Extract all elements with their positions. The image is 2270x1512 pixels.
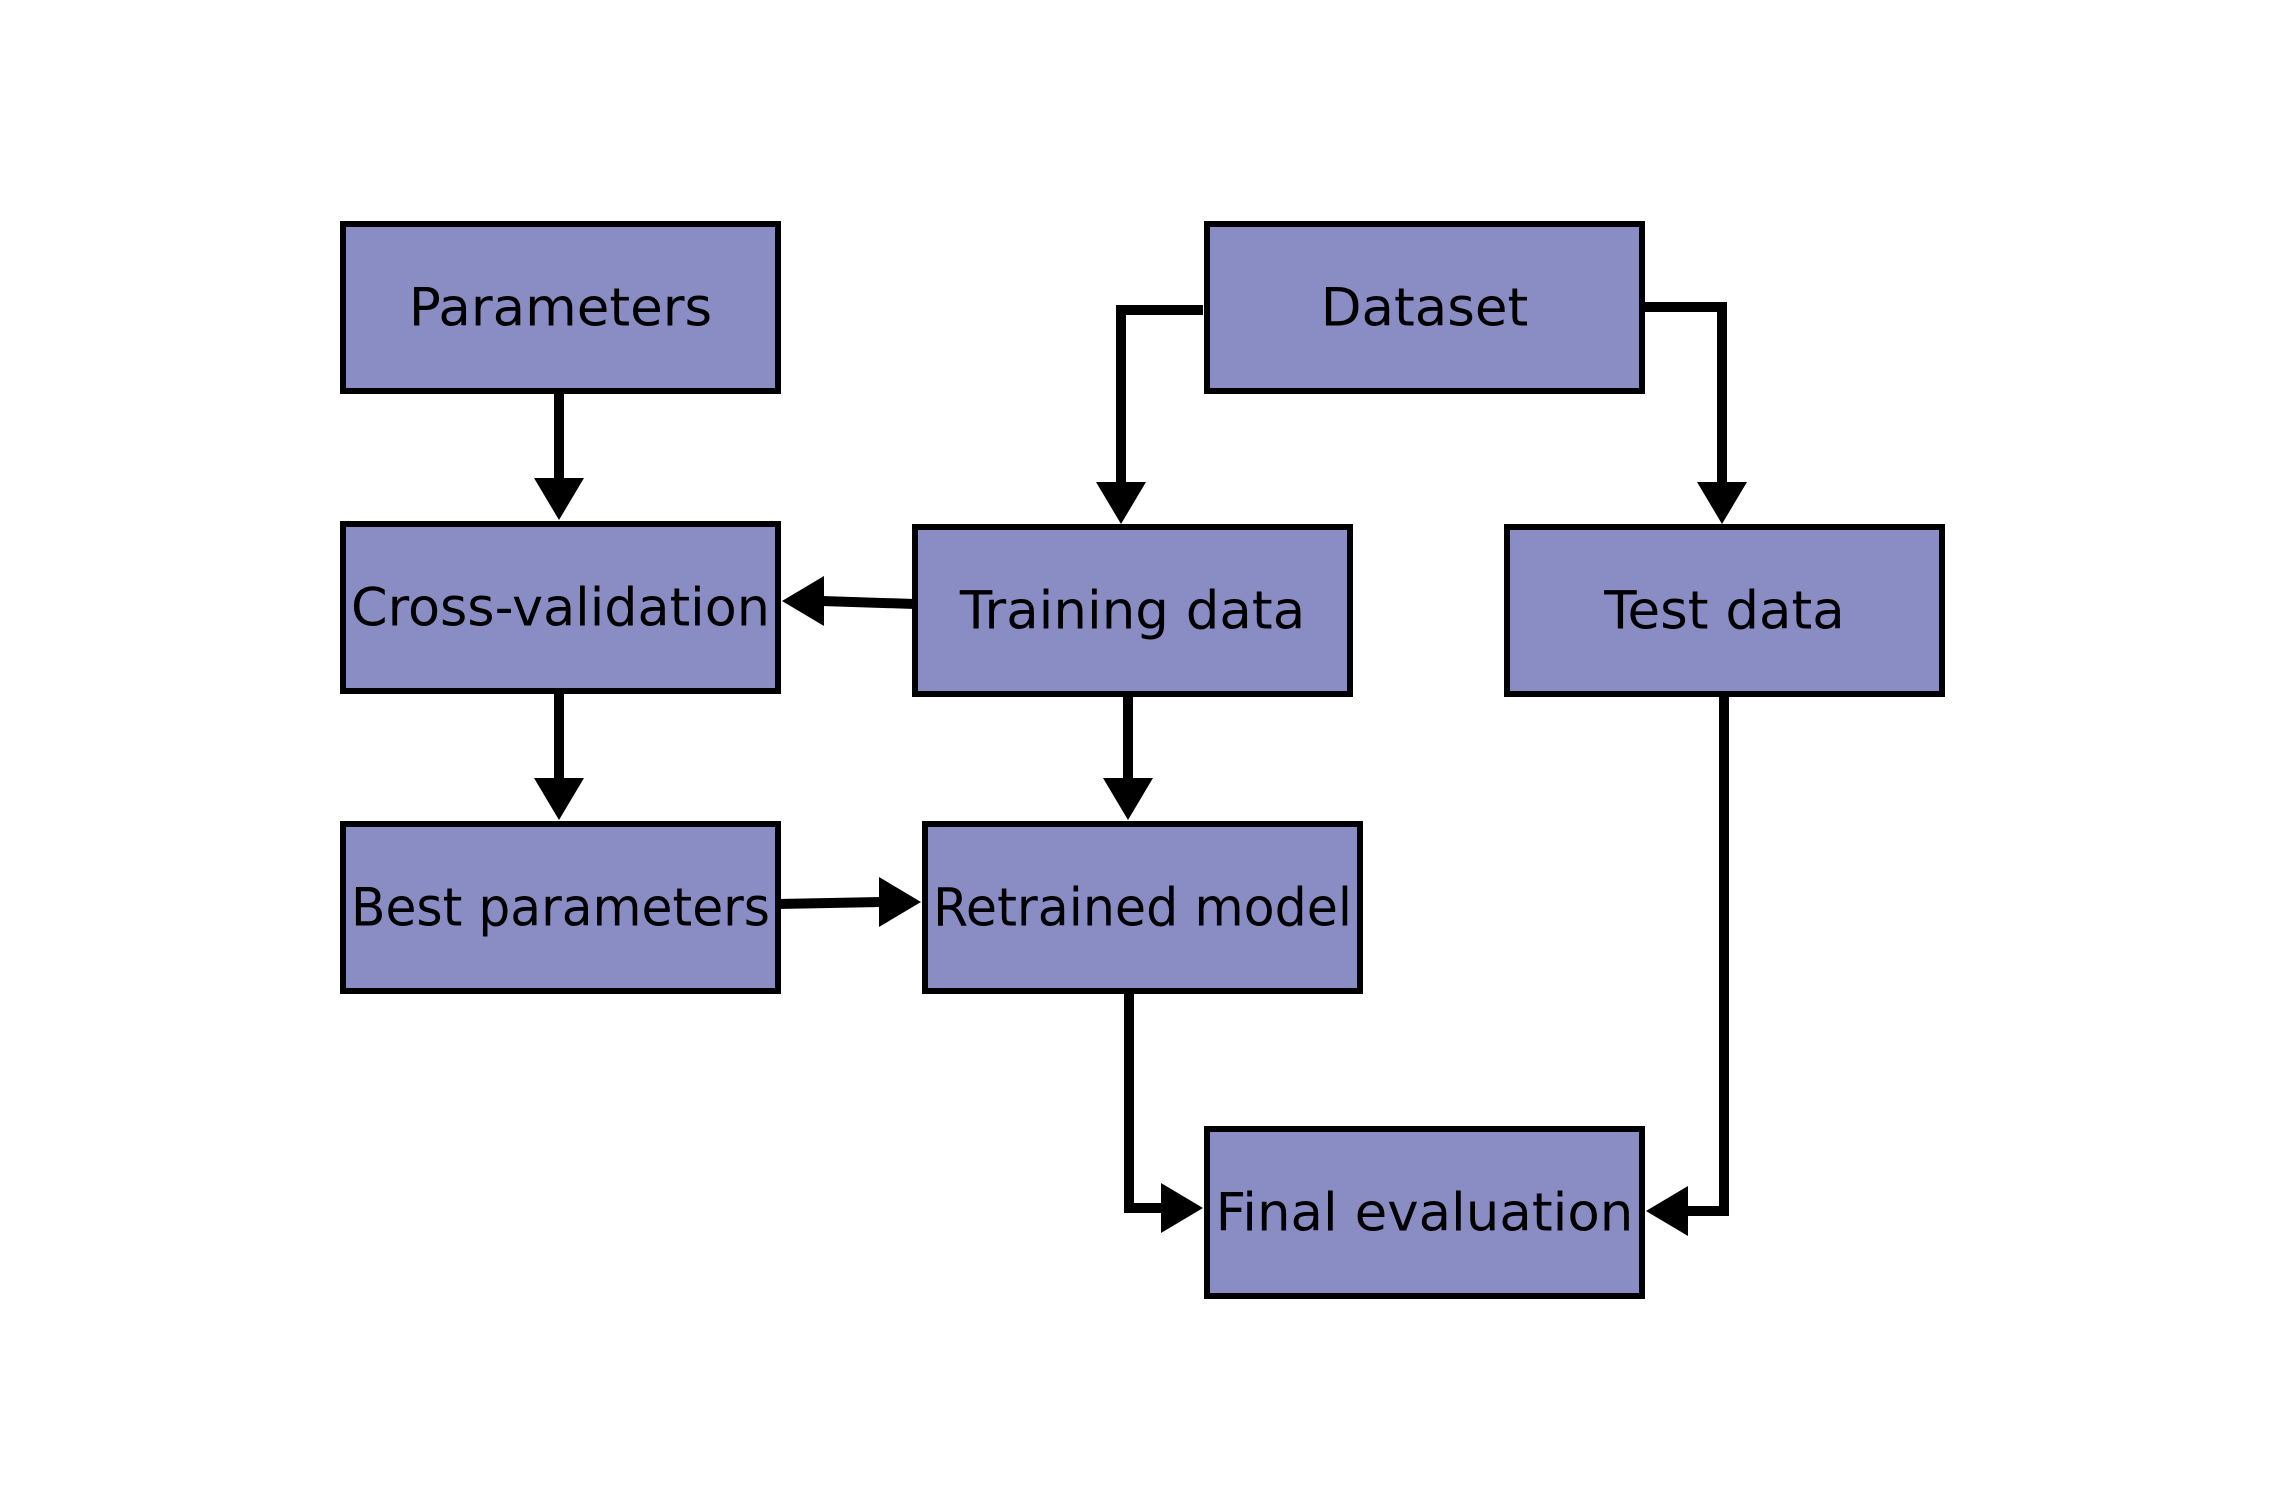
arrowhead xyxy=(782,576,824,626)
node-box xyxy=(340,221,781,394)
arrowhead xyxy=(1096,482,1146,524)
node-training-data: Training data xyxy=(912,524,1353,697)
arrowhead xyxy=(1103,778,1153,820)
node-box xyxy=(340,521,781,694)
arrowhead xyxy=(1646,1186,1688,1236)
edge-training-data-to-retrained-model xyxy=(1103,694,1153,820)
edge-line xyxy=(821,596,916,609)
node-box xyxy=(922,821,1363,994)
node-label: Best parameters xyxy=(351,878,770,939)
edge-cross-validation-to-best-parameters xyxy=(534,691,584,820)
arrowhead xyxy=(534,478,584,520)
node-retrained-model: Retrained model xyxy=(922,821,1363,994)
node-dataset: Dataset xyxy=(1204,221,1645,394)
node-label: Training data xyxy=(959,581,1305,642)
node-test-data: Test data xyxy=(1504,524,1945,697)
arrowhead xyxy=(534,778,584,820)
edges-layer xyxy=(534,302,1747,1236)
node-box xyxy=(912,524,1353,697)
edge-line xyxy=(1124,991,1163,1213)
node-box xyxy=(1504,524,1945,697)
node-parameters: Parameters xyxy=(340,221,781,394)
edge-retrained-model-to-final-evaluation xyxy=(1124,991,1203,1233)
node-label: Test data xyxy=(1603,581,1845,642)
edge-training-data-to-cross-validation xyxy=(782,576,916,626)
node-label: Dataset xyxy=(1321,278,1529,339)
arrowhead xyxy=(1697,482,1747,524)
node-label: Cross-validation xyxy=(351,578,770,639)
edge-line xyxy=(1116,305,1203,484)
edge-line xyxy=(777,897,882,909)
node-label: Retrained model xyxy=(933,878,1352,939)
edge-dataset-to-training-data xyxy=(1096,305,1203,524)
node-label: Final evaluation xyxy=(1216,1183,1634,1244)
node-best-parameters: Best parameters xyxy=(340,821,781,994)
edge-best-parameters-to-retrained-model xyxy=(777,877,921,927)
node-box xyxy=(1204,221,1645,394)
node-cross-validation: Cross-validation xyxy=(340,521,781,694)
arrowhead xyxy=(1161,1183,1203,1233)
edge-dataset-to-test-data xyxy=(1642,302,1747,524)
edge-test-data-to-final-evaluation xyxy=(1646,694,1729,1236)
node-box xyxy=(340,821,781,994)
arrowhead xyxy=(879,877,921,927)
node-label: Parameters xyxy=(409,278,712,339)
edge-line xyxy=(1642,302,1727,484)
edge-parameters-to-cross-validation xyxy=(534,391,584,520)
edge-line xyxy=(1686,694,1729,1216)
node-final-evaluation: Final evaluation xyxy=(1204,1126,1645,1299)
node-box xyxy=(1204,1126,1645,1299)
